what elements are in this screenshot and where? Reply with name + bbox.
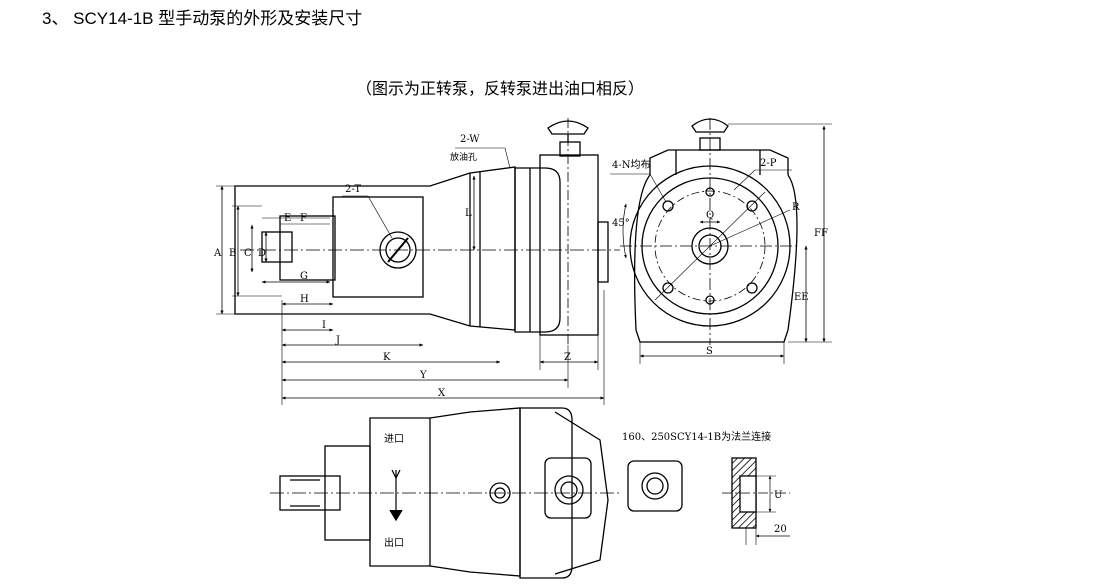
bolt-hole bbox=[662, 200, 674, 212]
label-ee: EE bbox=[794, 292, 809, 303]
bolt-hole bbox=[746, 282, 758, 294]
bolt-hole bbox=[746, 200, 758, 212]
square-flange-port bbox=[627, 460, 683, 512]
label-l: L bbox=[465, 208, 472, 219]
label-inlet: 进口 bbox=[384, 433, 404, 445]
label-ff: FF bbox=[814, 228, 828, 239]
document-heading: 3、 SCY14-1B 型手动泵的外形及安装尺寸 bbox=[42, 9, 363, 28]
label-j: J bbox=[335, 335, 340, 346]
label-2p: 2-P bbox=[760, 158, 777, 169]
port-plate bbox=[544, 457, 592, 519]
mounting-flange bbox=[332, 196, 424, 298]
label-y: Y bbox=[419, 370, 427, 381]
handwheel-knob bbox=[547, 120, 589, 135]
label-20: 20 bbox=[774, 524, 787, 535]
top-view bbox=[270, 407, 790, 579]
port-gear-outline bbox=[554, 475, 584, 505]
label-2t: 2-T bbox=[345, 184, 361, 195]
label-k: K bbox=[383, 352, 391, 363]
label-i: I bbox=[322, 320, 326, 331]
label-s: S bbox=[706, 346, 713, 357]
front-base bbox=[635, 329, 789, 343]
label-flange-note: 160、250SCY14-1B为法兰连接 bbox=[622, 430, 771, 443]
shaft-housing bbox=[279, 215, 336, 281]
label-d: D bbox=[258, 248, 266, 259]
drawing-caption: （图示为正转泵，反转泵进出油口相反） bbox=[356, 81, 645, 98]
label-r: R bbox=[792, 202, 800, 213]
label-z: Z bbox=[564, 352, 571, 363]
label-x: X bbox=[438, 388, 446, 399]
valve-cover bbox=[514, 167, 561, 333]
label-u: U bbox=[774, 490, 782, 501]
label-g: G bbox=[300, 271, 308, 282]
label-e: E bbox=[284, 213, 291, 224]
label-c: C bbox=[244, 248, 252, 259]
dimension-labels: 2-W 放油孔 2-T A B C D E F G H I J K L Y X … bbox=[213, 134, 828, 549]
pump-body-outline bbox=[234, 166, 516, 331]
bolt-hole bbox=[662, 282, 674, 294]
label-a: A bbox=[213, 248, 222, 259]
label-2w: 2-W bbox=[460, 134, 480, 145]
front-handwheel bbox=[691, 118, 729, 133]
pump-head bbox=[539, 154, 599, 336]
label-4n: 4-N均布 bbox=[612, 159, 651, 171]
label-b: B bbox=[229, 248, 236, 259]
label-45: 45° bbox=[612, 218, 630, 229]
label-f: F bbox=[300, 213, 307, 224]
label-outlet: 出口 bbox=[384, 536, 404, 549]
label-q: Q bbox=[706, 210, 714, 221]
side-view bbox=[216, 118, 620, 405]
label-drain: 放油孔 bbox=[450, 151, 477, 163]
shaft-end bbox=[261, 231, 293, 263]
front-view bbox=[610, 118, 832, 364]
label-h: H bbox=[300, 294, 309, 305]
